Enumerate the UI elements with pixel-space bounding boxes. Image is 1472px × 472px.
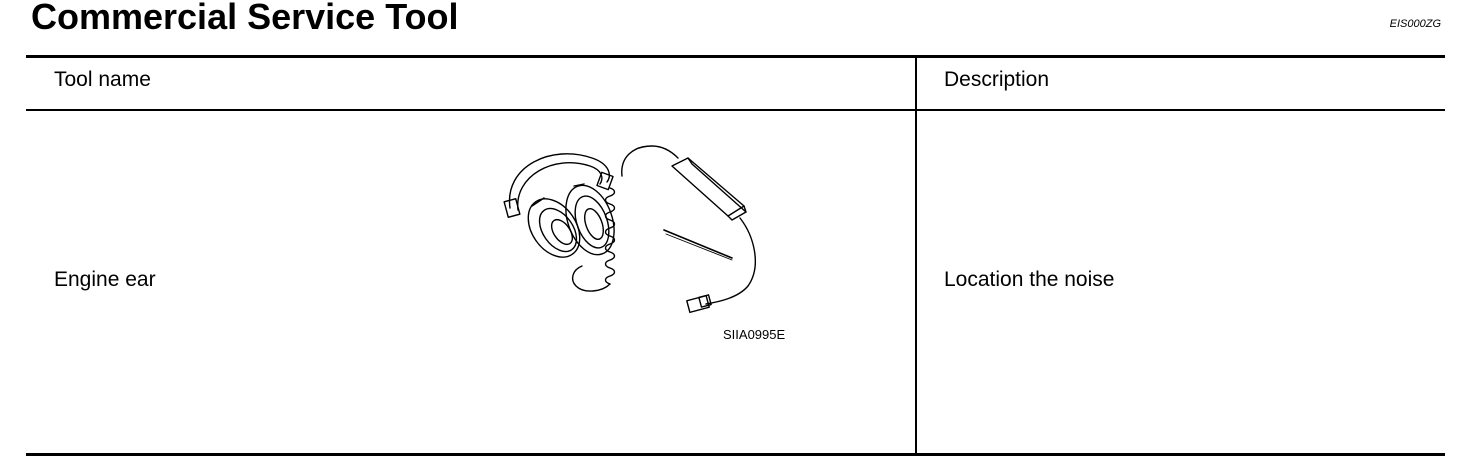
- table-bottom-rule: [26, 453, 1445, 456]
- page-title: Commercial Service Tool: [31, 0, 459, 37]
- table-top-rule: [26, 55, 1445, 58]
- table-cell-description: Location the noise: [944, 268, 1115, 291]
- column-header-tool-name: Tool name: [54, 68, 151, 91]
- table-header-rule: [26, 109, 1445, 111]
- table-cell-tool-name: Engine ear: [54, 268, 156, 291]
- table-column-divider: [915, 58, 917, 453]
- column-header-description: Description: [944, 68, 1050, 91]
- figure-code: SIIA0995E: [723, 327, 786, 342]
- engine-ear-headset-illustration: [503, 145, 756, 314]
- document-code: EIS000ZG: [1389, 18, 1441, 30]
